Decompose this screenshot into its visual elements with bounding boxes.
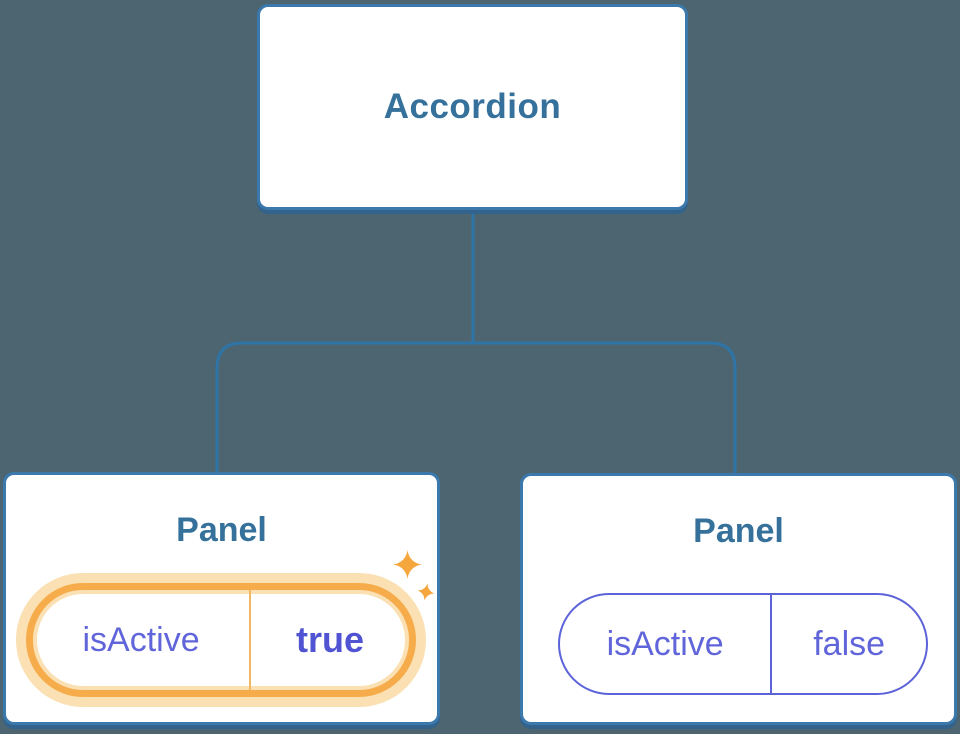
panel-node-inactive: Panel isActive false [520,473,957,725]
panel-node-label: Panel [176,511,267,549]
accordion-node: Accordion [257,4,688,210]
state-key-label: isActive [82,620,200,659]
panel-node-label: Panel [693,512,784,550]
panel-node-active: Panel isActive true [3,472,440,725]
state-pill-active: isActive true [26,583,416,697]
state-value-cell: false [772,595,926,693]
state-pill-inactive: isActive false [558,593,928,695]
state-key-cell: isActive [33,590,252,690]
state-key-label: isActive [606,624,724,663]
sparkle-icon-small [417,583,435,601]
accordion-node-label: Accordion [383,87,562,126]
state-value-label: true [296,619,365,660]
state-value-label: false [813,624,886,663]
state-key-cell: isActive [560,595,773,693]
state-value-cell: true [251,590,409,690]
sparkle-icon-large [393,550,422,579]
